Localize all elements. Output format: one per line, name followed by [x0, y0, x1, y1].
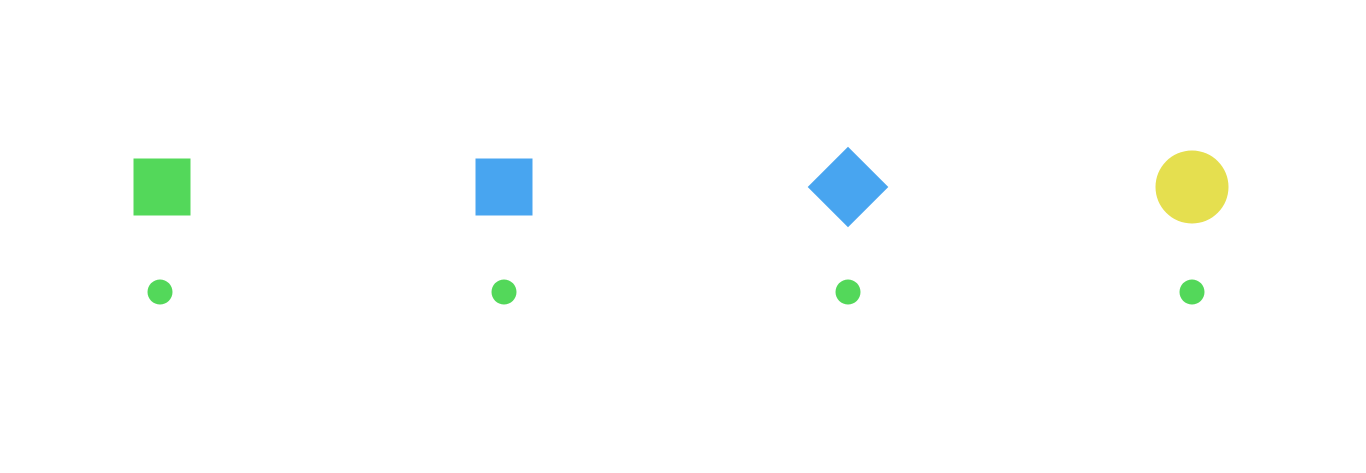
yellow-circle-shape — [1155, 150, 1229, 224]
blue-diamond-shape — [807, 146, 889, 228]
status-dot — [1179, 279, 1205, 305]
status-dot — [491, 279, 517, 305]
blue-square-shape — [475, 158, 533, 216]
status-dot — [835, 279, 861, 305]
status-dot — [147, 279, 173, 305]
green-square-shape — [133, 158, 191, 216]
